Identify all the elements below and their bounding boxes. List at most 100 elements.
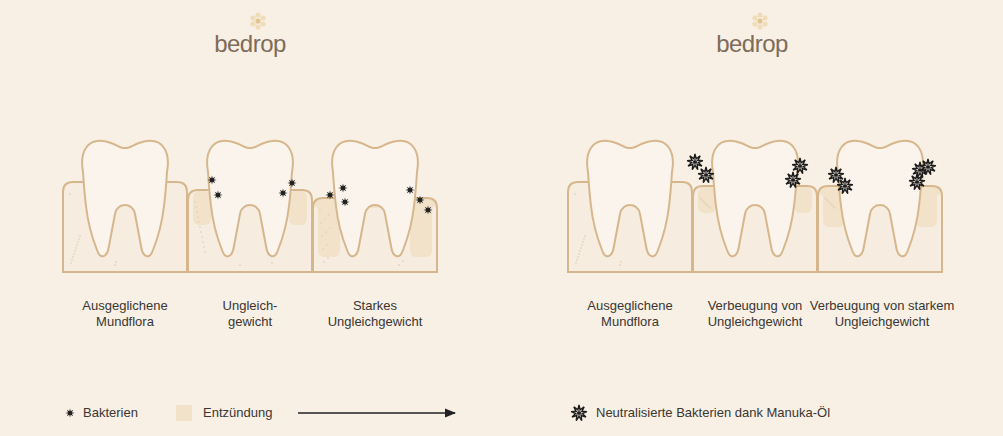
tooth-illustration: [687, 141, 817, 272]
bone-texture: [69, 193, 71, 195]
neutralized-bacterium-core: [842, 182, 848, 189]
stage-caption: Verbeugung von Ungleichgewicht: [690, 298, 820, 329]
bone-texture: [323, 261, 325, 263]
tooth-illustration: [63, 141, 187, 272]
bone-texture: [325, 231, 327, 233]
bone-texture: [833, 206, 835, 208]
neutralized-bacterium-core: [576, 409, 582, 416]
neutralized-bacterium: [687, 154, 703, 170]
bacterium: [405, 185, 414, 194]
tooth-illustration: [818, 141, 942, 272]
bone-outline: [313, 198, 437, 272]
bacterium: [325, 190, 334, 199]
bone-texture: [830, 203, 832, 205]
bone-texture: [704, 202, 706, 204]
bone-texture: [202, 241, 204, 243]
bone-texture: [199, 226, 201, 228]
bone-texture: [709, 207, 711, 209]
bone-texture: [194, 201, 196, 203]
tooth: [332, 141, 418, 257]
bone-texture: [831, 204, 833, 206]
logo-dot: [260, 21, 265, 26]
neutralized-bacterium: [698, 167, 714, 183]
bone-texture: [575, 262, 577, 264]
bone-texture: [321, 235, 323, 237]
bone-texture: [581, 244, 583, 246]
bacterium: [338, 183, 347, 192]
bacterium: [415, 195, 424, 204]
bone: [313, 198, 437, 272]
bone-texture: [200, 231, 202, 233]
bone-texture: [829, 202, 831, 204]
bacterium: [287, 178, 296, 187]
bone-texture: [115, 261, 117, 263]
bacterium: [213, 190, 222, 199]
tooth: [837, 141, 923, 257]
neutralized-bacterium-core: [833, 171, 839, 178]
neutralized-bacterium: [785, 172, 801, 188]
tooth: [82, 141, 168, 257]
logo-dot: [752, 21, 757, 26]
bone-texture: [203, 246, 205, 248]
bone-texture: [574, 193, 576, 195]
bone-texture: [71, 259, 73, 261]
bone-texture: [398, 264, 400, 266]
logo-dot: [757, 18, 762, 23]
bone-texture: [578, 253, 580, 255]
bacterium: [65, 408, 74, 417]
neutralized-bacterium: [837, 178, 853, 194]
logo-dot: [757, 12, 762, 17]
bone-texture: [196, 211, 198, 213]
legend-sample: [65, 408, 74, 417]
logo-text: bedrop: [682, 30, 822, 59]
bone-texture: [701, 199, 703, 201]
tooth-illustration: [188, 141, 312, 272]
bone-texture: [73, 253, 75, 255]
tooth: [712, 141, 798, 257]
tooth: [587, 141, 673, 257]
bone-texture: [702, 200, 704, 202]
bone-texture: [828, 201, 830, 203]
legend-text: Entzündung: [203, 405, 272, 421]
bone-texture: [580, 247, 582, 249]
bone-texture: [239, 264, 241, 266]
bone-texture: [619, 264, 621, 266]
logo-dot: [757, 24, 762, 29]
logo-dot: [250, 21, 255, 26]
bone-texture: [74, 250, 76, 252]
bone-texture: [620, 261, 622, 263]
legend-swatch: [176, 405, 192, 421]
bone-texture: [824, 197, 826, 199]
bone-texture: [577, 256, 579, 258]
bone-texture: [825, 198, 827, 200]
bone-texture: [328, 214, 330, 216]
tooth: [207, 141, 293, 257]
logo-text: bedrop: [180, 30, 320, 59]
bone-texture: [582, 241, 584, 243]
bone-texture: [319, 209, 321, 211]
bone-texture: [320, 222, 322, 224]
neutralized-bacterium-core: [914, 178, 920, 185]
bone-texture: [826, 199, 828, 201]
neutralized-bacterium-core: [925, 163, 931, 170]
bone-texture: [197, 216, 199, 218]
logo-dot: [762, 15, 767, 20]
bone-texture: [402, 260, 404, 262]
bone-texture: [204, 251, 206, 253]
bone-texture: [75, 247, 77, 249]
neutralized-bacterium: [792, 158, 808, 174]
stage-caption: Starkes Ungleichgewicht: [315, 298, 435, 329]
bacterium: [423, 205, 432, 214]
inflammation: [698, 187, 716, 213]
inflammation: [193, 191, 211, 225]
bone-texture: [78, 238, 80, 240]
neutralized-bacterium: [571, 405, 587, 421]
legend-sample: [571, 405, 587, 421]
logo-dot: [260, 15, 265, 20]
bone-texture: [705, 203, 707, 205]
bone-texture: [584, 235, 586, 237]
neutralized-bacterium: [920, 159, 936, 175]
bone-texture: [76, 244, 78, 246]
bone-texture: [70, 262, 72, 264]
